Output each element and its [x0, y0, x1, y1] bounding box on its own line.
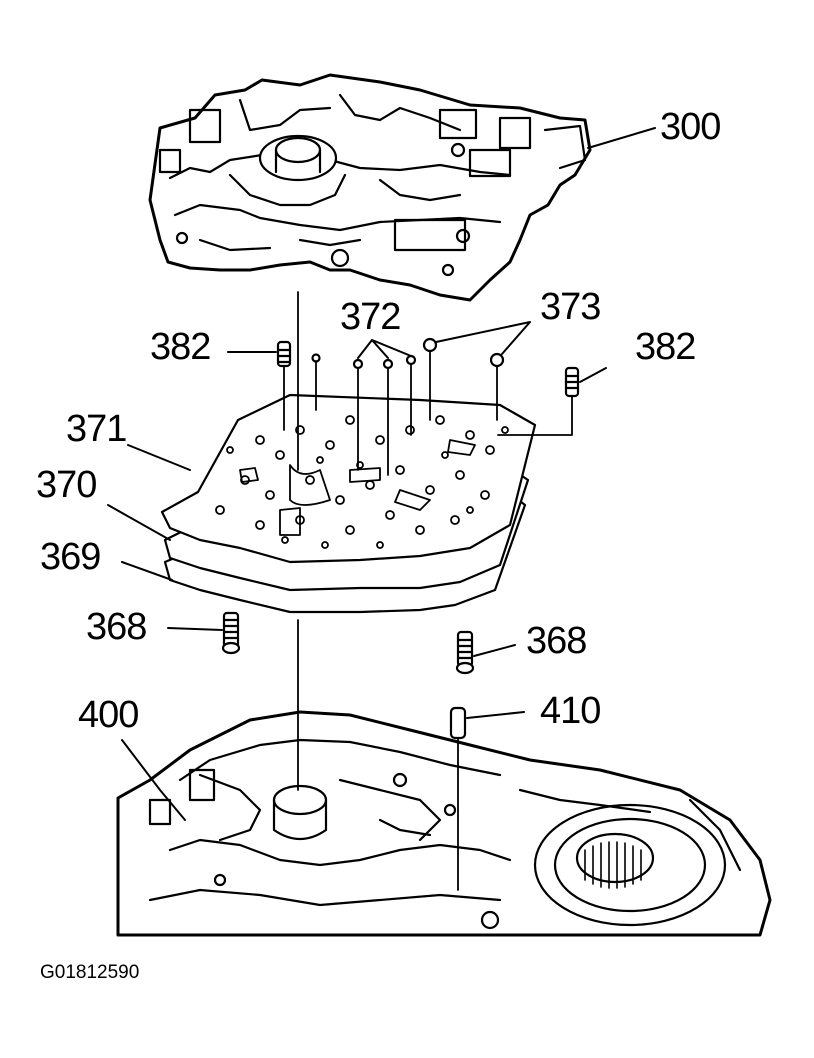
- bolt-368-left: [221, 611, 241, 655]
- retainers-373: [422, 337, 505, 368]
- callout-410: 410: [540, 690, 601, 732]
- callout-368-left: 368: [86, 606, 147, 648]
- callout-372: 372: [340, 296, 401, 338]
- bolt-382-right: [564, 366, 580, 398]
- callout-382-right: 382: [635, 326, 696, 368]
- bolt-382-left: [276, 340, 292, 368]
- callout-373: 373: [540, 286, 601, 328]
- check-balls-372: [311, 353, 417, 370]
- figure-id: G01812590: [40, 962, 140, 983]
- bolt-368-right: [455, 630, 475, 675]
- callout-371: 371: [66, 408, 127, 450]
- leader-lines: [107, 127, 656, 821]
- callout-382-left: 382: [150, 326, 211, 368]
- callout-370: 370: [36, 464, 97, 506]
- callout-300: 300: [660, 106, 721, 148]
- callout-369: 369: [40, 536, 101, 578]
- callout-400: 400: [78, 694, 139, 736]
- callout-368-right: 368: [526, 620, 587, 662]
- alignment-lines: [283, 291, 573, 891]
- gasket-371: [160, 393, 537, 564]
- valve-body-300: [148, 73, 592, 302]
- case-400: [116, 710, 772, 937]
- dowel-pin-410: [449, 706, 467, 740]
